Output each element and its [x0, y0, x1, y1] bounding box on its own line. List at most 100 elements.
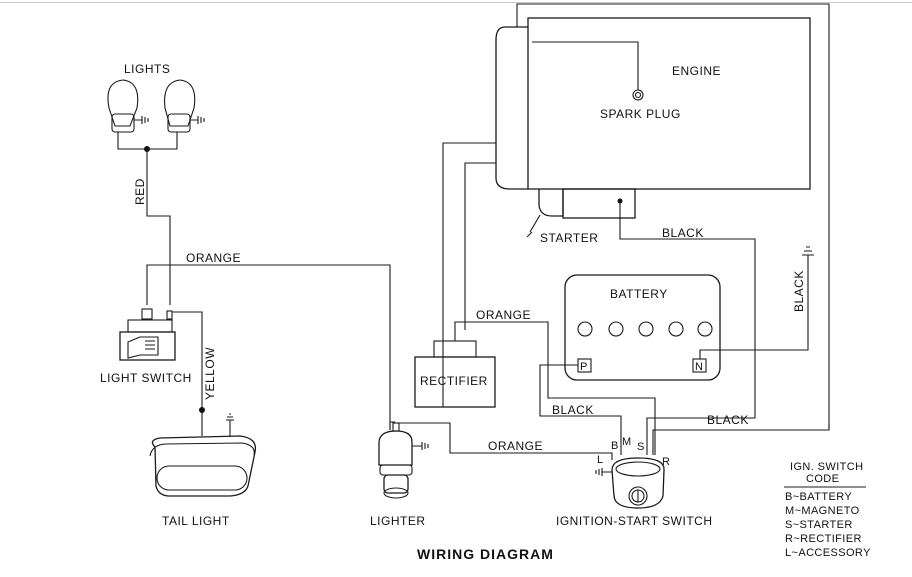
- ground-icon: [595, 468, 612, 476]
- wire-red: [146, 149, 171, 305]
- legend-item: R~RECTIFIER: [785, 533, 862, 545]
- light-switch-terminal-2: [166, 310, 173, 320]
- terminal-b-label: B: [611, 440, 619, 452]
- lights: LIGHTS: [107, 62, 205, 152]
- wire-label-orange-lighter: ORANGE: [488, 439, 543, 453]
- starter-pointer-tick: [526, 231, 533, 238]
- tail-light-outer: [151, 435, 257, 497]
- ignition-switch-label: IGNITION-START SWITCH: [556, 514, 713, 528]
- light-switch-rocker-icon: [127, 336, 159, 359]
- battery: BATTERY P N: [564, 274, 721, 381]
- battery-positive-label: P: [580, 361, 588, 373]
- wire-black-n-ground: [699, 255, 809, 359]
- starter-box: [562, 188, 636, 219]
- battery-cell-2: [608, 321, 624, 337]
- tail-light-lens: [156, 465, 248, 491]
- spark-plug-icon: [632, 89, 644, 101]
- wire-label-red: RED: [133, 178, 147, 205]
- tail-light-rim: [149, 442, 255, 457]
- rectifier-top: [433, 340, 477, 358]
- battery-cell-5: [697, 321, 713, 337]
- starter-label: STARTER: [540, 231, 598, 245]
- light-switch-terminal-1: [141, 308, 153, 320]
- wire-label-black-n: BLACK: [792, 270, 806, 312]
- lighter-knob: [383, 474, 409, 494]
- wire-engine-rectifier-2: [464, 162, 496, 330]
- ground-icon: [226, 413, 234, 436]
- yellow-junction: [199, 407, 205, 413]
- light-switch-rocker-lines: [145, 340, 155, 350]
- ground-icon: [802, 246, 814, 256]
- ground-icon: [134, 116, 149, 124]
- legend-item: S~STARTER: [785, 519, 853, 531]
- wire-orange-lighter: [399, 422, 613, 460]
- ignition-switch-bezel: [615, 461, 661, 477]
- starter-pointer: [529, 214, 541, 233]
- wire-label-black-starter: BLACK: [662, 226, 704, 240]
- lighter-collar: [379, 464, 413, 476]
- ignition-switch-body: [611, 457, 665, 509]
- lights-label: LIGHTS: [124, 62, 170, 76]
- wire-magneto-loop: [516, 3, 830, 455]
- tail-light: TAIL LIGHT: [149, 413, 257, 528]
- wire-label-black-p: BLACK: [552, 403, 594, 417]
- ground-icon: [190, 116, 205, 124]
- starter-body: [538, 189, 564, 217]
- wire-black-p: [539, 364, 622, 455]
- battery-cell-4: [668, 321, 684, 337]
- wire-black-starter: [619, 201, 756, 455]
- engine-label: ENGINE: [672, 64, 721, 78]
- wire-label-orange-top: ORANGE: [186, 251, 241, 265]
- ign-switch-code-legend: IGN. SWITCH CODE B~BATTERY M~MAGNETO S~S…: [784, 461, 871, 559]
- ground-symbol: [802, 246, 814, 256]
- spark-plug-label: SPARK PLUG: [600, 107, 681, 121]
- light-bulb-left-icon: [107, 79, 139, 127]
- lighter-label: LIGHTER: [370, 514, 426, 528]
- battery-cell-3: [638, 321, 654, 337]
- rectifier: RECTIFIER: [414, 340, 496, 408]
- rectifier-label: RECTIFIER: [420, 374, 488, 388]
- top-border-line: [0, 2, 912, 3]
- wire-engine-rectifier-1: [442, 142, 496, 407]
- legend-item: L~ACCESSORY: [785, 547, 871, 559]
- light-switch-label: LIGHT SWITCH: [100, 371, 192, 385]
- wire-orange-top: [146, 264, 391, 430]
- ignition-switch: B M S R L IGNITION-START SWITCH: [556, 436, 713, 528]
- terminal-r-label: R: [662, 456, 670, 468]
- wire-label-orange-rectifier: ORANGE: [476, 308, 531, 322]
- wire-yellow: [172, 311, 203, 436]
- wire-orange-rectifier: [454, 321, 656, 455]
- spark-plug-wire: [532, 41, 639, 90]
- engine: ENGINE SPARK PLUG STARTER: [495, 17, 811, 245]
- light-bulb-right-icon: [164, 79, 196, 127]
- wire-label-yellow: YELLOW: [203, 347, 217, 400]
- light-bulb-right-base: [167, 113, 191, 133]
- light-switch: LIGHT SWITCH: [100, 308, 192, 385]
- battery-case: [564, 274, 721, 381]
- battery-negative-label: N: [695, 361, 703, 373]
- lighter-wire-stub: [389, 421, 395, 430]
- light-switch-body: [119, 331, 176, 361]
- terminal-l-label: L: [597, 454, 604, 466]
- wire-label-black-right: BLACK: [707, 413, 749, 427]
- light-switch-top: [127, 319, 173, 333]
- diagram-title: WIRING DIAGRAM: [417, 546, 554, 562]
- terminal-m-label: M: [622, 436, 632, 448]
- legend-title-line1: IGN. SWITCH: [790, 461, 863, 473]
- battery-cell-1: [577, 321, 593, 337]
- legend-item: B~BATTERY: [785, 491, 852, 503]
- ground-icon: [412, 442, 429, 450]
- engine-flywheel-housing: [495, 26, 528, 190]
- spark-plug-icon-inner: [634, 91, 642, 99]
- battery-label: BATTERY: [610, 287, 668, 301]
- ignition-key-slot: [628, 486, 648, 506]
- lighter-body: [378, 430, 413, 466]
- lighter-terminal: [392, 422, 400, 432]
- lighter-knob-face: [383, 487, 409, 499]
- legend-item: M~MAGNETO: [785, 505, 860, 517]
- terminal-s-label: S: [637, 441, 645, 453]
- tail-light-label: TAIL LIGHT: [162, 514, 230, 528]
- legend-title-line2: CODE: [806, 473, 839, 485]
- lighter: LIGHTER: [370, 421, 429, 528]
